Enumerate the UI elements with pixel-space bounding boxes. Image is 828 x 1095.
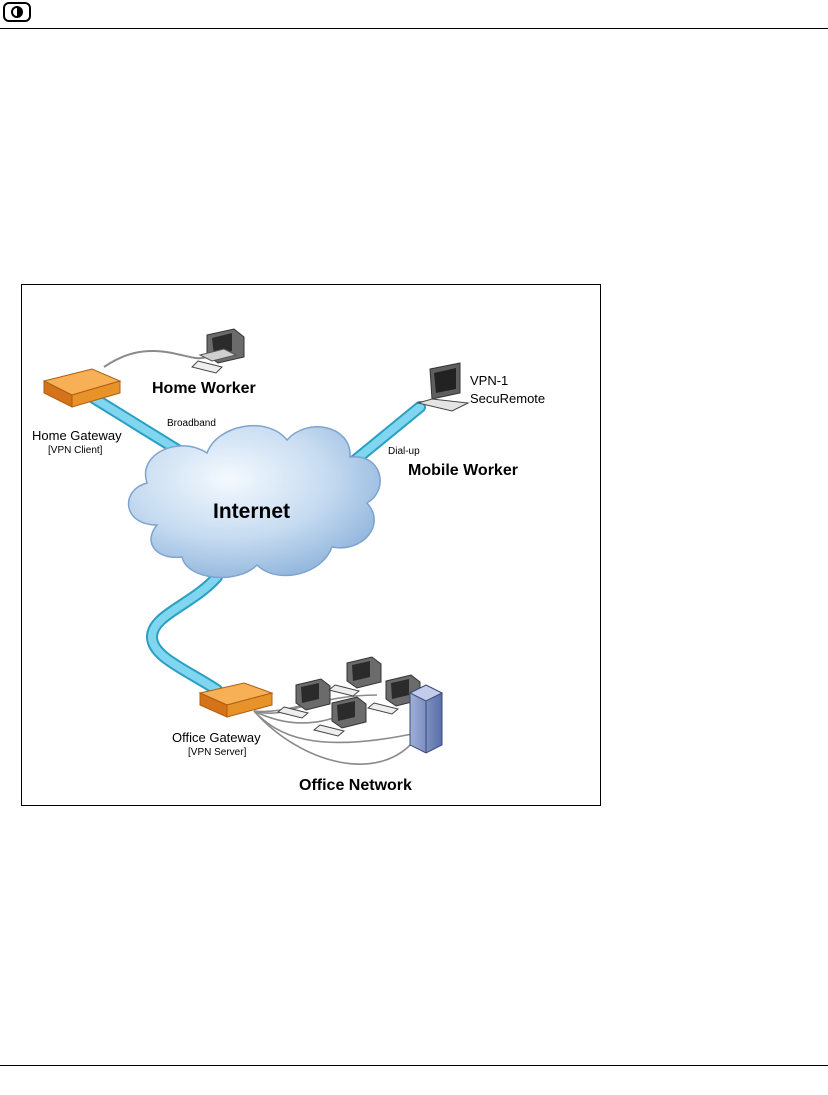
office-pc-1 — [278, 679, 330, 718]
mobile-laptop — [418, 363, 468, 411]
label-office-network: Office Network — [299, 778, 412, 794]
label-mobile-worker: Mobile Worker — [408, 463, 518, 479]
home-pc — [192, 329, 244, 373]
label-vpn-product-line2: SecuRemote — [470, 392, 545, 405]
home-lan-cable — [104, 351, 207, 367]
label-broadband: Broadband — [167, 419, 216, 429]
logo-icon — [3, 2, 31, 22]
office-link — [152, 577, 217, 690]
vpn-diagram: Home Worker Broadband Home Gateway [VPN … — [21, 284, 601, 806]
footer-rule — [0, 1065, 828, 1066]
label-office-gateway-role: [VPN Server] — [188, 748, 246, 758]
header-rule — [0, 28, 828, 29]
label-vpn-product-line1: VPN-1 — [470, 374, 508, 387]
label-dial-up: Dial-up — [388, 447, 420, 457]
label-home-worker: Home Worker — [152, 381, 256, 397]
label-office-gateway: Office Gateway — [172, 731, 261, 744]
label-home-gateway-role: [VPN Client] — [48, 446, 102, 456]
office-pc-2 — [329, 657, 381, 696]
label-home-gateway: Home Gateway — [32, 429, 122, 442]
office-server — [410, 685, 442, 753]
label-internet: Internet — [213, 501, 290, 522]
